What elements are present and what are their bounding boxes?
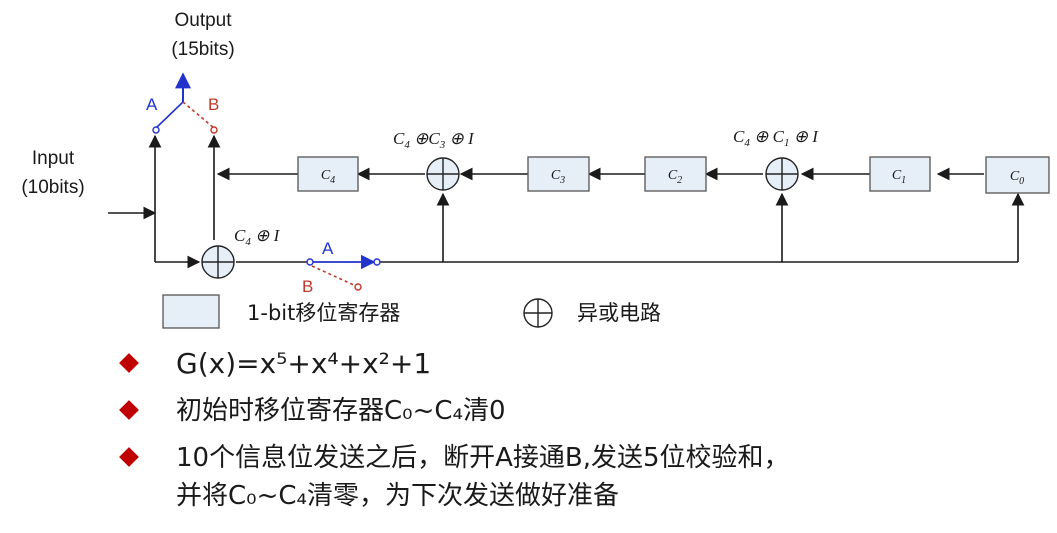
xor-label-input: C4 ⊕ I — [234, 226, 281, 248]
note-procedure-line1: 10个信息位发送之后，断开A接通B,发送5位校验和， — [176, 443, 790, 473]
xor-label-c3: C4 ⊕C3 ⊕ I — [393, 129, 475, 151]
legend: 1-bit移位寄存器 异或电路 — [162, 294, 661, 329]
notes-list: G(x)=x⁵+x⁴+x²+1 初始时移位寄存器C₀~C₄清0 10个信息位发送… — [118, 345, 1018, 524]
output-switch-a-label: A — [146, 95, 158, 114]
register-c3: C3 — [527, 156, 590, 192]
input-label: Input — [32, 148, 75, 169]
feedback-switch-b-label: B — [302, 277, 313, 296]
bullet-diamond-icon — [119, 400, 139, 420]
xor-gate-c1 — [765, 157, 799, 191]
legend-xor-label: 异或电路 — [577, 301, 661, 325]
bullet-diamond-icon — [119, 353, 139, 373]
bullet-diamond-icon — [119, 447, 139, 467]
output-bits-label: (15bits) — [171, 39, 234, 60]
legend-register-label: 1-bit移位寄存器 — [247, 301, 400, 325]
register-c4: C4 — [297, 156, 359, 192]
legend-register-swatch — [162, 294, 220, 329]
note-procedure: 10个信息位发送之后，断开A接通B,发送5位校验和， 并将C₀~C₄清零，为下次… — [118, 439, 1018, 515]
input-bits-label: (10bits) — [21, 177, 84, 198]
note-polynomial-text: G(x)=x⁵+x⁴+x²+1 — [176, 347, 432, 380]
xor-gate-input — [201, 245, 235, 279]
note-procedure-line2: 并将C₀~C₄清零，为下次发送做好准备 — [176, 481, 619, 511]
register-c1: C1 — [869, 156, 931, 192]
xor-gate-c3 — [426, 157, 460, 191]
output-switch-b-label: B — [208, 95, 219, 114]
feedback-switch-a-label: A — [322, 239, 334, 258]
register-c0: C0 — [985, 156, 1050, 194]
xor-label-c1: C4 ⊕ C1 ⊕ I — [733, 127, 819, 149]
register-c2: C2 — [644, 156, 707, 192]
legend-xor-icon — [523, 298, 553, 328]
output-label: Output — [174, 10, 232, 31]
feedback-switch: A B — [236, 239, 381, 296]
note-init: 初始时移位寄存器C₀~C₄清0 — [118, 392, 1018, 430]
note-init-text: 初始时移位寄存器C₀~C₄清0 — [176, 396, 506, 426]
output-switch: A B — [146, 72, 219, 134]
note-polynomial: G(x)=x⁵+x⁴+x²+1 — [118, 345, 1018, 383]
